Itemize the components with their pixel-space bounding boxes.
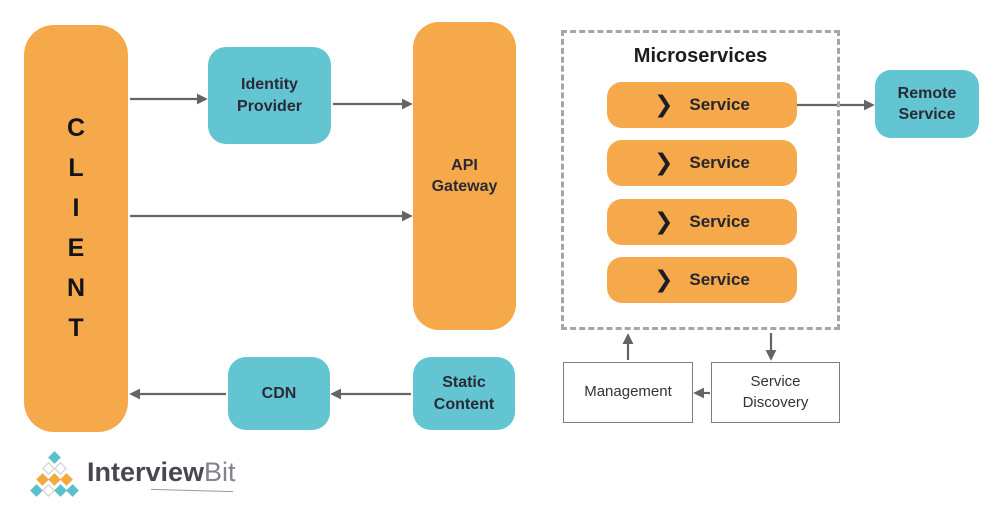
- chevron-right-icon: ❯: [654, 266, 674, 293]
- logo-diamond: [47, 473, 61, 486]
- logo-diamond: [29, 484, 43, 497]
- logo-underline: [151, 488, 233, 493]
- remote-service-box: Remote Service: [875, 70, 979, 138]
- logo-text-interview: Interview: [87, 457, 205, 487]
- microservices-title: Microservices: [633, 45, 768, 67]
- service-box-2: ❯ Service: [607, 140, 797, 186]
- client-letter: E: [67, 234, 85, 262]
- chevron-right-icon: ❯: [654, 208, 674, 235]
- logo-diamond: [53, 462, 67, 475]
- logo-diamond: [65, 484, 79, 497]
- static-content-box: Static Content: [413, 357, 515, 430]
- service-label: Service: [689, 212, 750, 231]
- static-content-label: Static Content: [433, 374, 495, 413]
- client-letter: N: [66, 274, 86, 302]
- identity-provider-box: Identity Provider: [208, 47, 331, 144]
- cdn-label: CDN: [261, 384, 297, 402]
- client-letter: L: [68, 154, 84, 182]
- management-box: Management: [563, 362, 693, 423]
- management-label: Management: [584, 383, 672, 401]
- logo-diamond: [53, 484, 67, 497]
- logo-diamond: [41, 462, 55, 475]
- service-label: Service: [689, 95, 750, 114]
- client-letter: C: [66, 114, 86, 142]
- api-gateway-label: API Gateway: [431, 156, 498, 195]
- logo-diamond: [35, 473, 49, 486]
- service-label: Service: [689, 153, 750, 172]
- remote-service-label: Remote Service: [897, 84, 957, 123]
- logo-diamond: [41, 484, 55, 497]
- logo-pyramid-icon: [29, 451, 79, 497]
- chevron-right-icon: ❯: [654, 149, 674, 176]
- client-letter: T: [68, 314, 84, 342]
- api-gateway-box: API Gateway: [413, 22, 516, 330]
- service-label: Service: [689, 270, 750, 289]
- service-discovery-box: Service Discovery: [711, 362, 840, 423]
- service-box-1: ❯ Service: [607, 82, 797, 128]
- logo-text-bit: Bit: [204, 457, 236, 487]
- logo-wordmark: InterviewBit: [87, 457, 236, 488]
- cdn-box: CDN: [228, 357, 330, 430]
- identity-provider-label: Identity Provider: [237, 76, 302, 115]
- service-discovery-label: Service Discovery: [742, 373, 809, 411]
- service-box-4: ❯ Service: [607, 257, 797, 303]
- chevron-right-icon: ❯: [654, 91, 674, 118]
- logo-diamond: [59, 473, 73, 486]
- client-letter: I: [72, 194, 80, 222]
- logo-diamond: [47, 451, 61, 464]
- client-box: C L I E N T: [24, 25, 128, 432]
- microservices-container: Microservices ❯ Service ❯ Service ❯ Serv…: [561, 30, 840, 330]
- service-box-3: ❯ Service: [607, 199, 797, 245]
